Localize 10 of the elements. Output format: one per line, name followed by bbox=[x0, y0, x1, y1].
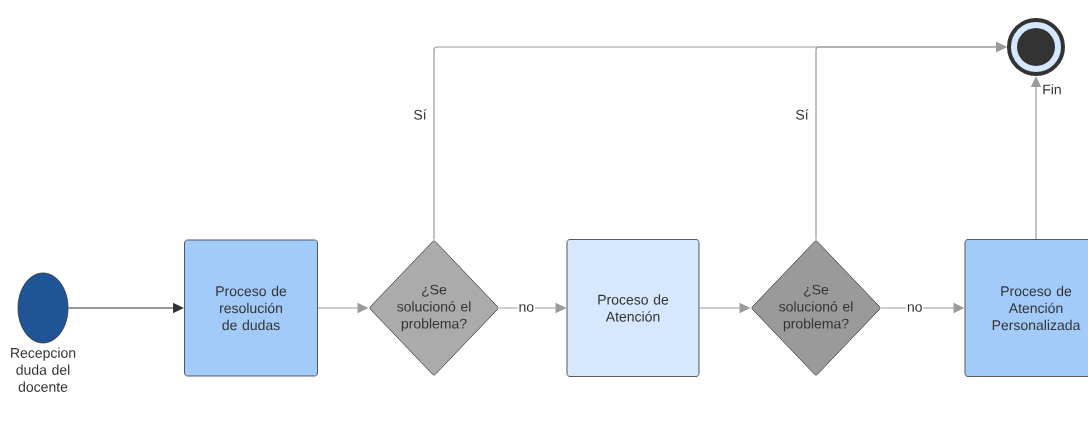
node-caption: Recepcion duda del docente bbox=[11, 347, 76, 392]
node-caption: Fin bbox=[1043, 84, 1061, 95]
process-box: Proceso de resolución de dudas bbox=[184, 239, 318, 377]
edge-label: Sí bbox=[414, 109, 427, 120]
process-box: Proceso de Atención Personalizada bbox=[964, 239, 1088, 377]
arrow bbox=[815, 41, 1007, 241]
process-box: Proceso de Atención bbox=[566, 239, 700, 377]
edge-label: no bbox=[517, 303, 536, 313]
edge-label: Sí bbox=[796, 109, 809, 120]
edge-label: no bbox=[905, 303, 924, 313]
